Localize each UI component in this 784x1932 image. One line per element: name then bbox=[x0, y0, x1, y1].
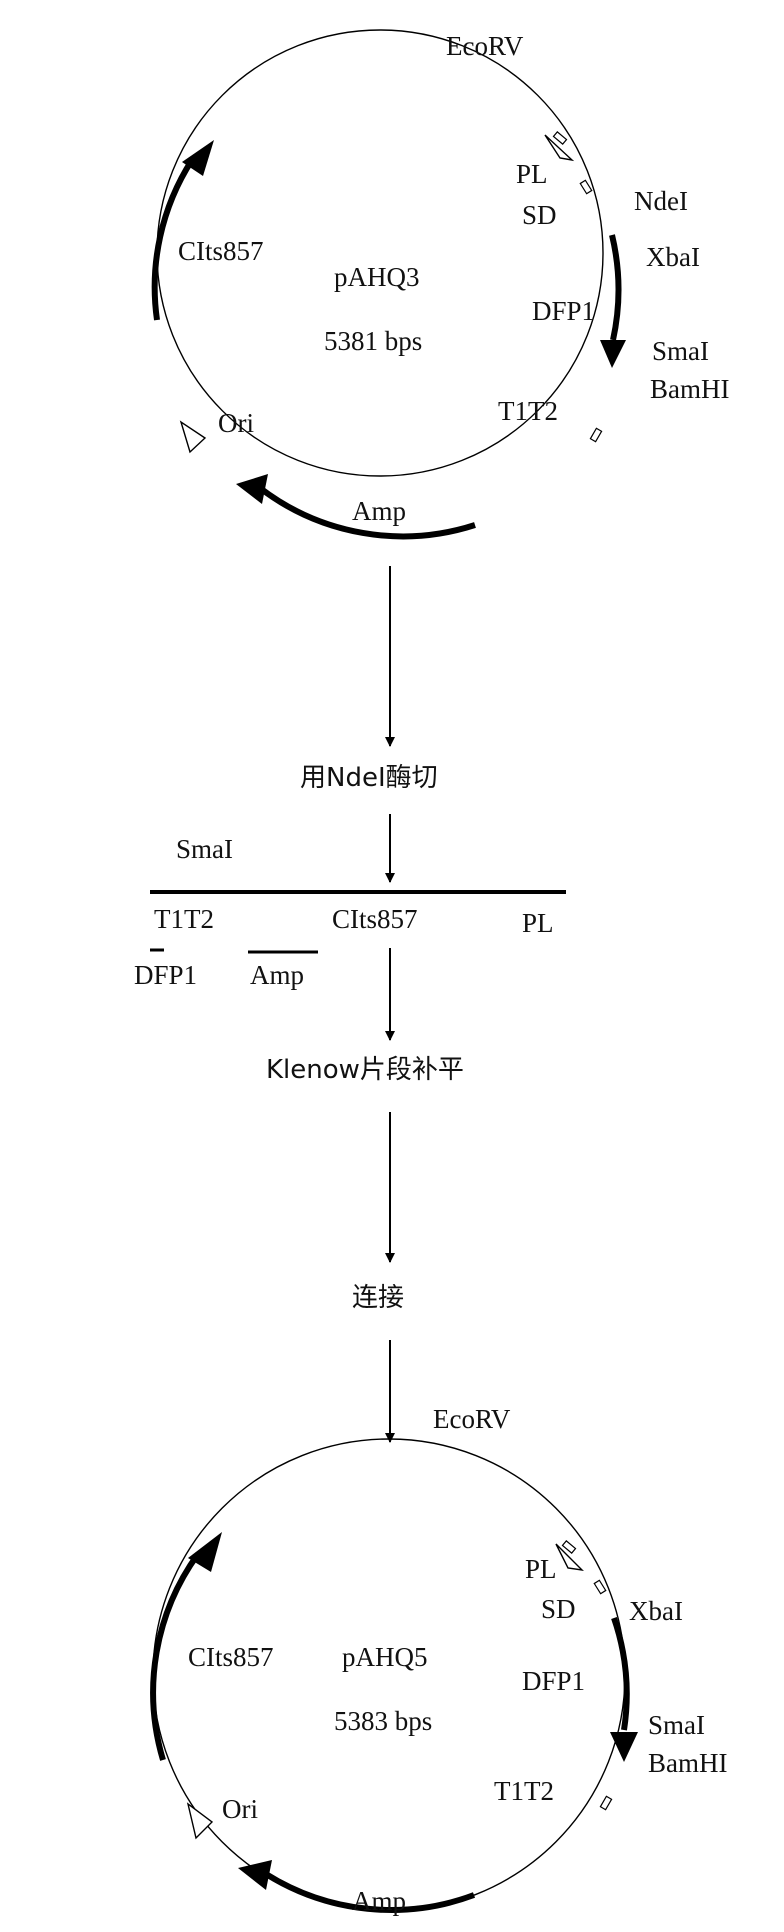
plasmid1-pl-open-arrow bbox=[544, 134, 575, 162]
plasmid2-label-t1t2: T1T2 bbox=[494, 1776, 554, 1806]
plasmid2-dfp1-arrowhead bbox=[610, 1732, 638, 1762]
plasmid2-site-box-2 bbox=[593, 1579, 607, 1595]
plasmid2-label-dfp1: DFP1 bbox=[522, 1666, 585, 1696]
step-klenow-text: Klenow片段补平 bbox=[266, 1055, 464, 1085]
plasmid1-site-box-2 bbox=[579, 179, 593, 195]
plasmid1-label-ndei: NdeI bbox=[634, 186, 688, 216]
step-ligate-text: 连接 bbox=[352, 1283, 404, 1313]
plasmid1-label-bamhi: BamHI bbox=[650, 374, 729, 404]
linear-label-dfp1: DFP1 bbox=[134, 960, 197, 990]
plasmid2-label-pl: PL bbox=[525, 1554, 557, 1584]
plasmid1-label-dfp1: DFP1 bbox=[532, 296, 595, 326]
plasmid2-label-smai: SmaI bbox=[648, 1710, 705, 1740]
plasmid1-ori-open-arrow bbox=[179, 420, 207, 454]
plasmid1-amp-arc bbox=[258, 485, 476, 540]
plasmid1-name: pAHQ3 bbox=[334, 262, 420, 292]
plasmid1-label-pl: PL bbox=[516, 159, 548, 189]
plasmid1-label-ecorv: EcoRV bbox=[446, 31, 524, 61]
plasmid2-pl-open-arrow bbox=[555, 1543, 584, 1571]
step-digest-text: 用NdeI酶切 bbox=[300, 763, 438, 793]
plasmid1-site-box-3 bbox=[589, 427, 603, 443]
plasmid2-site-box-3 bbox=[599, 1795, 613, 1811]
plasmid2-label-xbai: XbaI bbox=[629, 1596, 683, 1626]
linear-fragment: SmaI T1T2 CIts857 PL DFP1 Amp bbox=[134, 834, 566, 990]
plasmid1-clts-arc bbox=[151, 158, 195, 321]
plasmid1-label-t1t2: T1T2 bbox=[498, 396, 558, 426]
plasmid2-label-clts: CIts857 bbox=[188, 1642, 274, 1672]
plasmid2-label-ecorv: EcoRV bbox=[433, 1404, 511, 1434]
plasmid1-label-clts: CIts857 bbox=[178, 236, 264, 266]
plasmid1-clts-arrowhead bbox=[182, 140, 214, 176]
plasmid2-site-box-1 bbox=[561, 1539, 577, 1555]
plasmid2-label-amp: Amp bbox=[352, 1886, 406, 1916]
plasmid2-clts-arc bbox=[150, 1552, 201, 1761]
plasmid1-label-ori: Ori bbox=[218, 408, 254, 438]
plasmid1-size: 5381 bps bbox=[324, 326, 422, 356]
plasmid1-label-sd: SD bbox=[522, 200, 557, 230]
plasmid2-amp-arc bbox=[264, 1871, 476, 1913]
linear-label-clts: CIts857 bbox=[332, 904, 418, 934]
plasmid1-dfp1-arc bbox=[609, 234, 622, 341]
plasmid2-label-ori: Ori bbox=[222, 1794, 258, 1824]
plasmid1-label-xbai: XbaI bbox=[646, 242, 700, 272]
plasmid1-label-smai: SmaI bbox=[652, 336, 709, 366]
linear-label-t1t2: T1T2 bbox=[154, 904, 214, 934]
linear-label-amp: Amp bbox=[250, 960, 304, 990]
plasmid2-size: 5383 bps bbox=[334, 1706, 432, 1736]
plasmid2-amp-arrowhead bbox=[238, 1860, 272, 1890]
linear-label-pl: PL bbox=[522, 908, 554, 938]
plasmid2-label-bamhi: BamHI bbox=[648, 1748, 727, 1778]
plasmid1-dfp1-arrowhead bbox=[600, 340, 626, 368]
plasmid1-amp-arrowhead bbox=[236, 474, 268, 504]
plasmid1-label-amp: Amp bbox=[352, 496, 406, 526]
plasmid2-ori-open-arrow bbox=[186, 1802, 214, 1840]
linear-label-smai: SmaI bbox=[176, 834, 233, 864]
plasmid-pahq5: EcoRV PL SD XbaI DFP1 SmaI BamHI T1T2 Am… bbox=[150, 1404, 727, 1916]
plasmid1-site-box-1 bbox=[552, 130, 568, 146]
plasmid2-clts-arrowhead bbox=[188, 1532, 222, 1572]
plasmid2-dfp1-arc bbox=[611, 1617, 630, 1731]
plasmid2-label-sd: SD bbox=[541, 1594, 576, 1624]
plasmid-pahq3: EcoRV PL SD NdeI XbaI DFP1 SmaI BamHI T1… bbox=[151, 29, 729, 540]
plasmid2-name: pAHQ5 bbox=[342, 1642, 428, 1672]
